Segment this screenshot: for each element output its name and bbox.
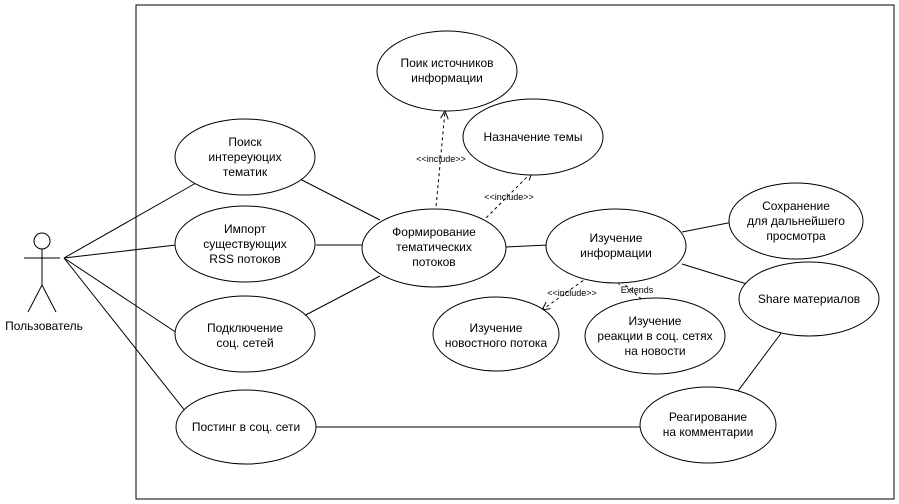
include-sources-label: <<include>>: [416, 154, 466, 164]
use-case-label: реакции в соц. сетях: [597, 329, 712, 343]
use-case-label: тематических: [396, 240, 472, 254]
assoc-connect-form: [299, 275, 381, 319]
use-case-label: информации: [580, 246, 652, 260]
actor-label: Пользователь: [5, 319, 83, 333]
actor-head: [33, 232, 51, 250]
actor-user[interactable]: Пользователь: [5, 232, 83, 333]
assoc-actor-post: [63, 257, 187, 413]
use-case-label: Share материалов: [758, 292, 860, 306]
use-case-label: RSS потоков: [209, 252, 280, 266]
use-case-label: Сохранение: [762, 199, 830, 213]
use-case-label: Поик источников: [400, 56, 493, 70]
use-case-share[interactable]: Share материалов: [738, 261, 880, 337]
use-case-search-topics[interactable]: Поиск интереуюцих тематик: [174, 118, 316, 196]
assoc-actor-search: [63, 182, 197, 259]
assoc-share-react: [734, 331, 783, 396]
use-case-label: для дальнейшего: [747, 214, 845, 228]
actor-right-leg: [41, 284, 57, 313]
use-case-label: Подключение: [207, 321, 283, 335]
use-case-label: Поиск: [228, 135, 262, 149]
use-case-find-sources[interactable]: Поик источников информации: [376, 30, 518, 112]
use-case-assign-topic[interactable]: Назначение темы: [462, 98, 604, 176]
use-case-label: Импорт: [224, 222, 266, 236]
use-case-form-streams[interactable]: Формирование тематических потоков: [361, 208, 507, 288]
use-case-label: Постинг в соц. сети: [192, 420, 300, 434]
use-case-label: информации: [411, 71, 483, 85]
use-case-label: Формирование: [392, 225, 476, 239]
assoc-search-form: [297, 177, 381, 221]
use-case-label: тематик: [223, 165, 268, 179]
assoc-actor-import: [63, 244, 177, 259]
use-case-save-later[interactable]: Сохранение для дальнейшего просмотра: [728, 182, 864, 260]
assoc-study-save: [681, 221, 734, 233]
use-case-label: Изучение: [470, 321, 523, 335]
include-topic-label: <<include>>: [484, 192, 534, 202]
use-case-study-reactions[interactable]: Изучение реакции в соц. сетях на новости: [584, 297, 726, 375]
include-news-label: <<include>>: [547, 288, 597, 298]
assoc-actor-connect: [63, 257, 181, 336]
use-case-label: на новости: [624, 344, 685, 358]
use-case-label: интереуюцих: [208, 150, 281, 164]
use-case-label: соц. сетей: [216, 336, 273, 350]
use-case-label: Изучение: [629, 314, 682, 328]
use-case-import-rss[interactable]: Импорт существующих RSS потоков: [174, 205, 316, 283]
actor-left-leg: [27, 284, 43, 313]
use-case-label: новостного потока: [445, 336, 548, 350]
use-case-label: Изучение: [590, 231, 643, 245]
use-case-label: существующих: [203, 237, 287, 251]
use-case-label: Назначение темы: [484, 130, 583, 144]
extends-reactions-label: Extends: [621, 285, 654, 295]
use-case-label: просмотра: [766, 229, 826, 243]
use-case-label: на комментарии: [663, 425, 754, 439]
use-case-study-info[interactable]: Изучение информации: [545, 208, 687, 284]
use-case-connect-social[interactable]: Подключение соц. сетей: [174, 295, 316, 373]
assoc-study-share: [681, 263, 751, 286]
use-case-label: Реагирование: [669, 410, 747, 424]
use-case-study-news[interactable]: Изучение новостного потока: [432, 296, 560, 372]
assoc-form-study: [505, 244, 549, 248]
use-case-label: потоков: [412, 255, 455, 269]
use-case-react-comments[interactable]: Реагирование на комментарии: [639, 386, 777, 464]
use-case-post-social[interactable]: Постинг в соц. сети: [175, 389, 317, 465]
